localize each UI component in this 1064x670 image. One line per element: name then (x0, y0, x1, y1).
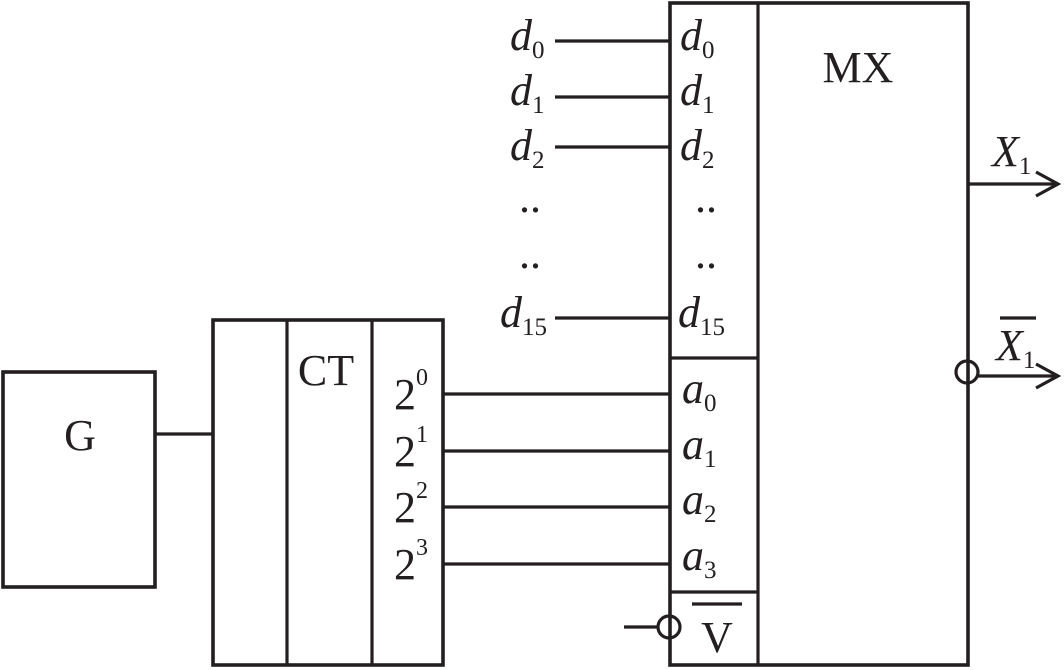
mux-data-pin-d0: d0 (680, 11, 715, 64)
counter-output-2-1: 21 (394, 422, 428, 476)
counter-output-2-2: 22 (394, 478, 428, 532)
output-inversion-bubble (954, 359, 980, 385)
output-label-x1-inverted: X1 (994, 321, 1035, 374)
external-data-label-d2: d2 (510, 121, 545, 174)
mux-block (668, 1, 970, 667)
counter-block (211, 318, 445, 667)
output-arrowhead-x1-inverted (1035, 362, 1062, 390)
external-data-label-d15: d15 (500, 288, 547, 341)
output-label-x1: X1 (990, 127, 1031, 180)
mux-address-pin-a2: a2 (682, 475, 717, 528)
generator-label: G (64, 411, 96, 460)
external-data-ellipsis-1: .. (519, 173, 541, 222)
mux-data-pin-d2: d2 (680, 121, 715, 174)
mux-data-pin-ellipsis-1: .. (695, 173, 717, 222)
external-data-ellipsis-2: .. (519, 229, 541, 278)
mux-enable-pin-label: V (701, 613, 733, 662)
mux-label: MX (823, 43, 894, 92)
enable-inversion-bubble (656, 614, 682, 640)
mux-data-pin-ellipsis-2: .. (695, 229, 717, 278)
mux-address-pin-a3: a3 (682, 531, 717, 584)
counter-output-2-0: 20 (394, 365, 428, 419)
counter-output-2-3: 23 (394, 535, 428, 589)
external-data-label-d1: d1 (510, 66, 545, 119)
external-data-label-d0: d0 (510, 11, 545, 64)
output-arrowhead-x1 (1035, 170, 1062, 198)
mux-data-pin-d1: d1 (680, 66, 715, 119)
counter-label: CT (298, 346, 354, 395)
mux-data-pin-d15: d15 (678, 288, 725, 341)
mux-address-pin-a1: a1 (682, 420, 717, 473)
generator-block (1, 370, 157, 589)
mux-address-pin-a0: a0 (682, 364, 717, 417)
